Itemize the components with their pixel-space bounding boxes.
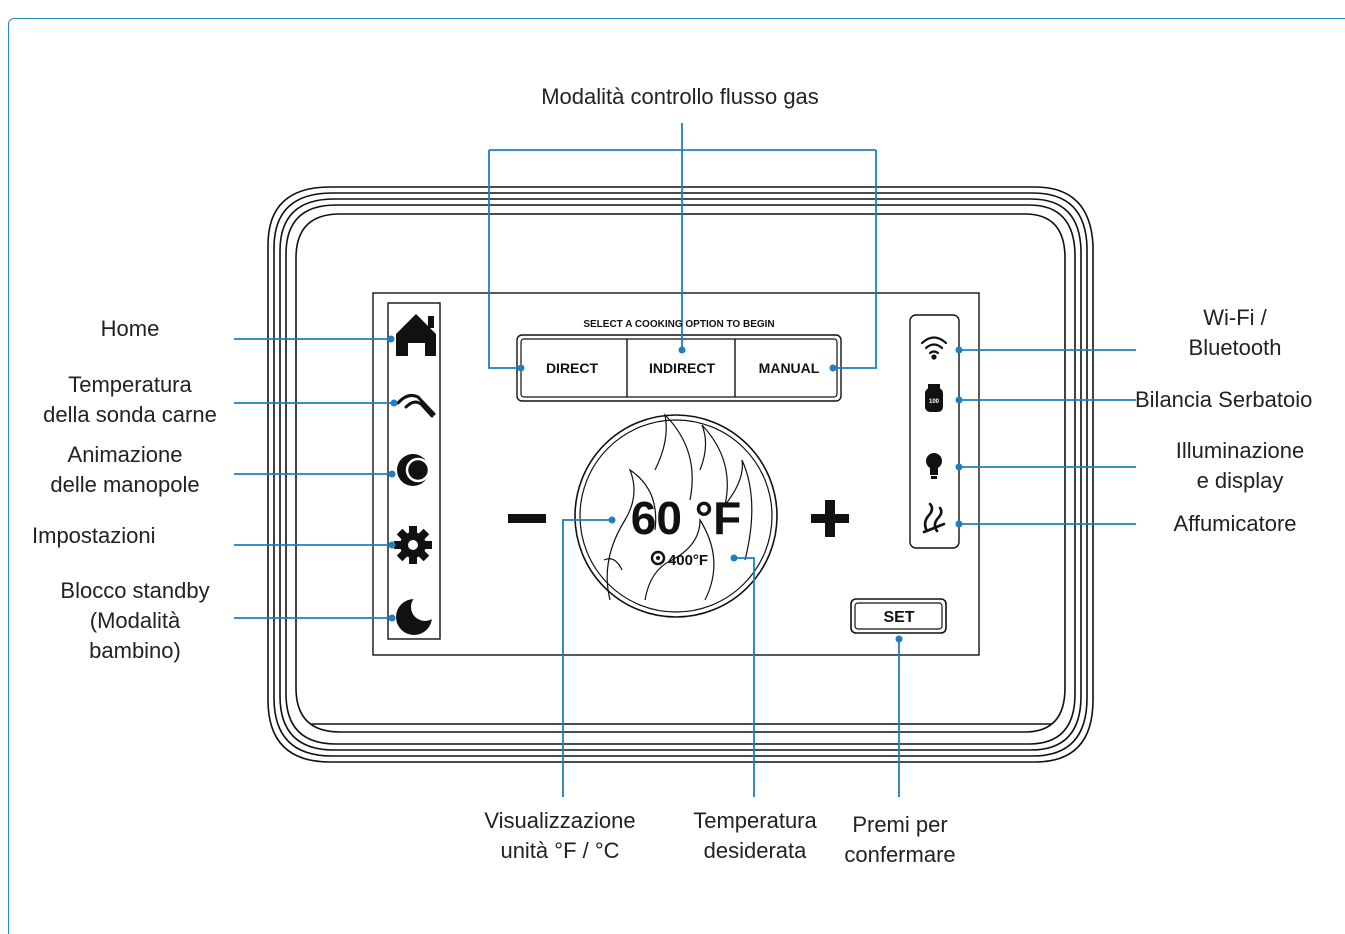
callout-lines <box>234 123 1136 797</box>
target-icon <box>650 550 666 566</box>
label-light: Illuminazione e display <box>1175 438 1305 493</box>
label-wifi: Wi-Fi / Bluetooth <box>1188 305 1282 360</box>
label-knobs: Animazione delle manopole <box>50 442 200 497</box>
label-home: Home <box>100 316 160 341</box>
mode-manual[interactable]: MANUAL <box>759 360 820 376</box>
title-label: Modalità controllo flusso gas <box>541 84 819 109</box>
current-temp: 60 °F <box>631 492 741 544</box>
tank-icon[interactable] <box>925 384 943 412</box>
label-tank: Bilancia Serbatoio <box>1135 387 1313 412</box>
home-icon[interactable] <box>396 314 436 356</box>
label-target: Temperatura desiderata <box>693 808 817 863</box>
label-standby: Blocco standby (Modalità bambino) <box>60 578 210 663</box>
left-icon-bar <box>387 302 441 640</box>
target-temp: 400°F <box>668 552 708 569</box>
set-label[interactable]: SET <box>883 609 914 626</box>
smoker-icon[interactable] <box>922 502 946 534</box>
minus-button[interactable] <box>508 514 546 523</box>
flame-dial <box>574 413 778 618</box>
knob-icon[interactable] <box>397 454 431 486</box>
label-confirm: Premi per confermare <box>844 812 956 867</box>
label-probe: Temperatura della sonda carne <box>43 372 217 427</box>
label-smoker: Affumicatore <box>1173 511 1297 536</box>
screen-prompt: SELECT A COOKING OPTION TO BEGIN <box>583 319 774 330</box>
gear-icon[interactable] <box>394 526 432 564</box>
callout-dots <box>387 335 963 643</box>
label-settings: Impostazioni <box>32 523 156 548</box>
wifi-icon[interactable] <box>920 336 948 360</box>
display-screen <box>372 292 980 656</box>
mode-direct[interactable]: DIRECT <box>546 360 599 376</box>
device-body <box>267 186 1094 763</box>
tank-level: 100 <box>929 399 940 405</box>
label-units: Visualizzazione unità °F / °C <box>484 808 636 863</box>
plus-button[interactable] <box>811 500 849 537</box>
set-button[interactable] <box>850 598 947 634</box>
moon-icon[interactable] <box>396 593 439 635</box>
page-frame <box>8 18 1345 934</box>
probe-icon[interactable] <box>396 394 436 418</box>
right-icon-bar <box>909 314 960 549</box>
mode-indirect[interactable]: INDIRECT <box>649 360 716 376</box>
bulb-icon[interactable] <box>926 453 942 479</box>
